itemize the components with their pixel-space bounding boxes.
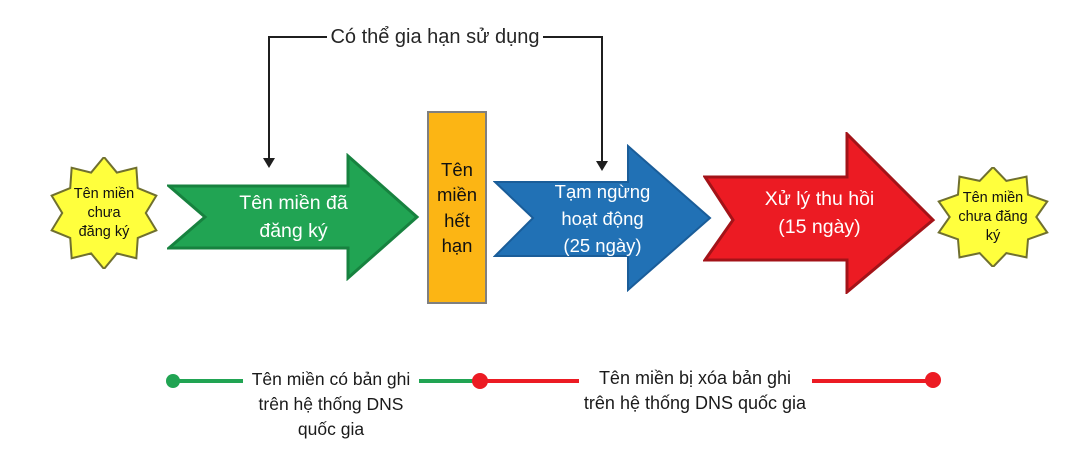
legend-green-line [419,379,475,383]
node-label-line: miền [436,184,478,205]
legend-label-line: trên hệ thống DNS [258,394,404,414]
down-arrow-icon [596,161,608,171]
node-start-unregistered: Tên miền chưa đăng ký [49,157,159,269]
node-revoke-arrow: Xử lý thu hồi (15 ngày) [703,132,936,294]
node-suspended-arrow: Tạm ngừng hoạt động (25 ngày) [493,144,712,292]
right-arrow-shape [167,153,420,281]
legend-green-line [173,379,243,383]
legend-label-line: trên hệ thống DNS quốc gia [583,393,807,413]
legend-red-dot-icon [925,372,941,388]
node-label-line: Tên [441,158,473,180]
node-end-unregistered: Tên miền chưa đăng ký [936,167,1050,267]
legend-red-dot-icon [472,373,488,389]
right-arrow-shape [493,144,712,292]
node-label-line: hạn [441,235,473,256]
renewal-bracket-left-line [268,36,270,158]
node-expired-box: Tên miền hết hạn [427,111,487,304]
legend-label-line: Tên miền có bản ghi [251,369,411,389]
legend-red-line [812,379,926,383]
legend-dns-active-label: Tên miền có bản ghi trên hệ thống DNS qu… [243,367,419,442]
legend-label-line: Tên miền bị xóa bản ghi [598,368,792,388]
legend-dns-deleted-label: Tên miền bị xóa bản ghi trên hệ thống DN… [579,366,811,416]
renewal-bracket-right-line [601,36,603,161]
node-label-line: hết [444,209,470,231]
node-registered-arrow: Tên miền đã đăng ký [167,153,420,281]
down-arrow-icon [263,158,275,168]
starburst-shape [936,167,1050,267]
renewal-annotation-label: Có thể gia hạn sử dụng [327,22,543,52]
starburst-shape [49,157,159,269]
legend-label-line: quốc gia [297,419,365,439]
legend-red-line [487,379,579,383]
right-arrow-shape [703,132,936,294]
